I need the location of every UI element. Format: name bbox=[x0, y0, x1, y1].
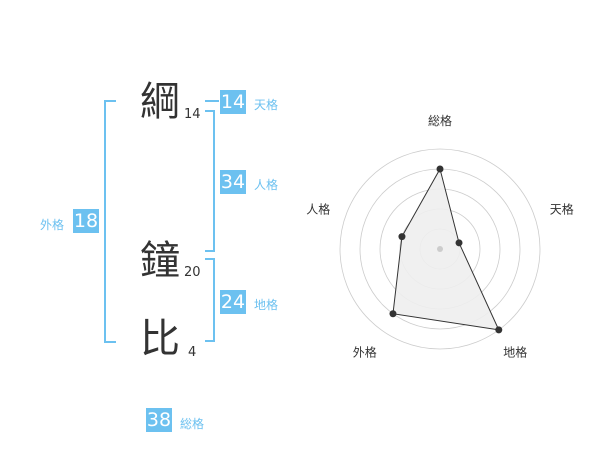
gaikaku-score: 18 bbox=[73, 209, 99, 233]
jinkaku-bracket bbox=[205, 110, 215, 252]
tenkaku-label: 天格 bbox=[254, 98, 279, 112]
tenkaku-score: 14 bbox=[220, 90, 246, 114]
jinkaku-label: 人格 bbox=[254, 178, 279, 192]
stroke-count-2: 20 bbox=[184, 265, 201, 280]
name-char-3: 比 bbox=[140, 316, 180, 362]
radar-axis-label: 人格 bbox=[306, 201, 330, 216]
radar-axis-label: 天格 bbox=[550, 201, 574, 216]
name-char-1: 綱 bbox=[140, 79, 180, 125]
radar-center-dot bbox=[437, 246, 443, 252]
jinkaku-score: 34 bbox=[220, 170, 246, 194]
radar-axis-label: 総格 bbox=[428, 113, 452, 128]
chikaku-bracket bbox=[205, 258, 215, 342]
radar-axis-label: 地格 bbox=[503, 345, 527, 360]
soukaku-label: 総格 bbox=[180, 417, 205, 431]
stroke-count-1: 14 bbox=[184, 107, 201, 122]
radar-point-2 bbox=[455, 239, 463, 247]
gaikaku-label: 外格 bbox=[40, 218, 65, 232]
chikaku-label: 地格 bbox=[254, 298, 279, 312]
radar-axis-label: 外格 bbox=[353, 345, 377, 360]
gaikaku-bracket bbox=[104, 100, 116, 343]
soukaku-score: 38 bbox=[146, 408, 172, 432]
tenkaku-connector bbox=[205, 100, 219, 102]
chikaku-score: 24 bbox=[220, 290, 246, 314]
radar-point-5 bbox=[398, 233, 406, 241]
radar-point-3 bbox=[495, 326, 503, 334]
radar-point-4 bbox=[389, 310, 397, 318]
radar-area bbox=[392, 167, 500, 331]
name-char-2: 鐘 bbox=[140, 238, 180, 284]
radar-point-1 bbox=[436, 165, 444, 173]
stroke-count-3: 4 bbox=[188, 345, 197, 360]
radar-grid-ring bbox=[339, 148, 541, 350]
